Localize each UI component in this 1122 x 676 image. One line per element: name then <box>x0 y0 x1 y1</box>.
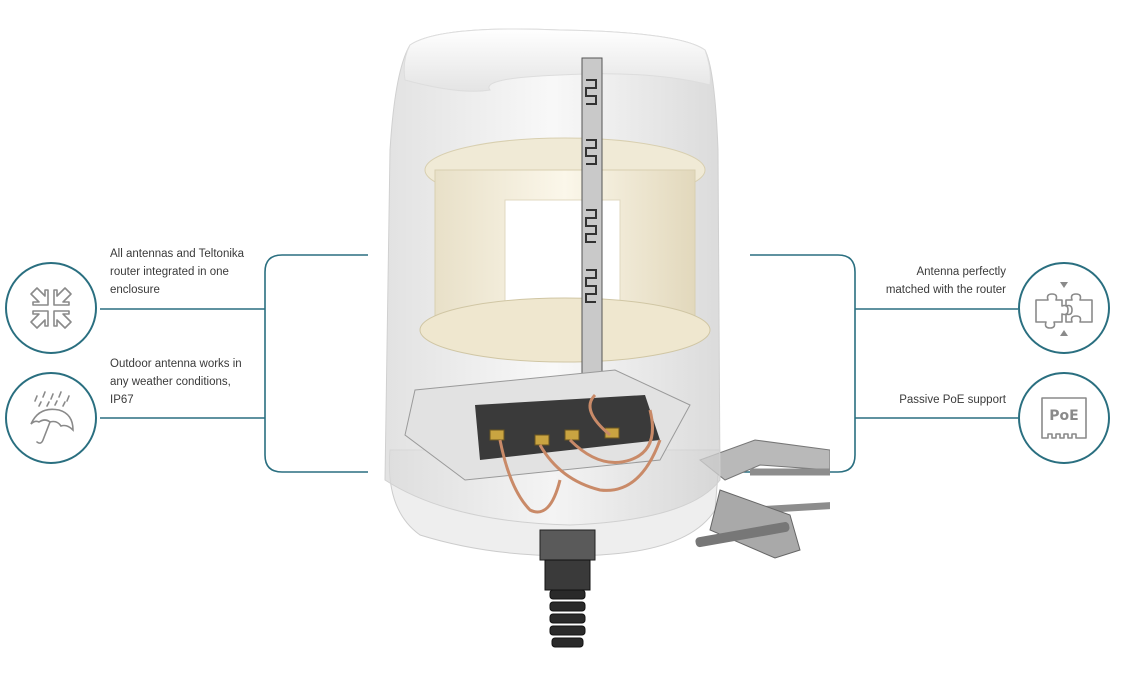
right-bracket <box>718 254 856 473</box>
poe-label: PoE <box>1049 408 1078 424</box>
feature-text-integration: All antennas and Teltonika router integr… <box>110 245 244 299</box>
feature-circle-integration <box>5 262 97 354</box>
compress-arrows-icon <box>30 287 72 329</box>
feature-line: All antennas and Teltonika <box>110 248 245 260</box>
feature-line: Passive PoE support <box>899 394 1006 406</box>
feature-text-matched: Antenna perfectly matched with the route… <box>886 263 1006 299</box>
feature-line: matched with the router <box>885 284 1006 296</box>
umbrella-rain-icon <box>30 391 74 444</box>
feature-circle-poe: PoE <box>1018 372 1110 464</box>
feature-line: Outdoor antenna works in <box>110 358 242 370</box>
feature-line: router integrated in one <box>110 266 229 278</box>
mount-bracket <box>695 439 830 559</box>
puzzle-icon <box>1035 282 1093 336</box>
feature-line: Antenna perfectly <box>916 266 1006 278</box>
feature-text-poe: Passive PoE support <box>899 391 1006 409</box>
feature-text-weather: Outdoor antenna works in any weather con… <box>110 355 242 409</box>
feature-line: IP67 <box>110 394 134 406</box>
feature-line: enclosure <box>110 284 160 296</box>
cable-gland <box>539 529 596 648</box>
feature-circle-weather <box>5 372 97 464</box>
poe-port-icon: PoE <box>1041 397 1087 439</box>
antenna-enclosure-image <box>384 28 830 648</box>
feature-line: any weather conditions, <box>110 376 231 388</box>
left-bracket <box>264 254 368 473</box>
feature-circle-matched <box>1018 262 1110 354</box>
